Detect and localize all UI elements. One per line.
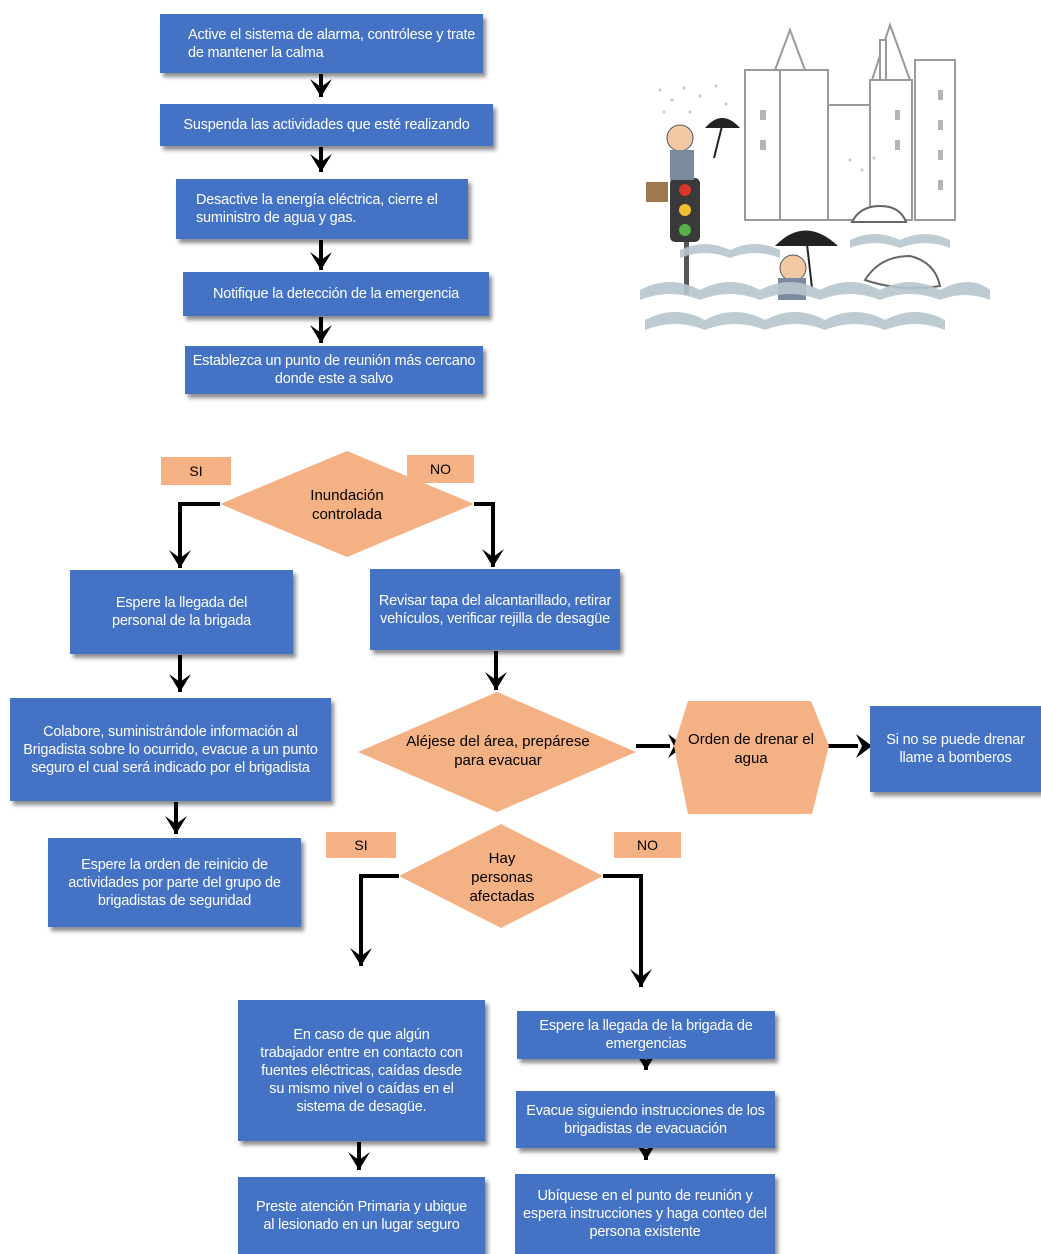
- pentagon-drenar: [674, 701, 829, 814]
- step-notify-detection: Notifique la detección de la emergencia: [183, 272, 489, 316]
- go-meeting-point: Ubíquese en el punto de reunión y espera…: [515, 1174, 775, 1254]
- check-sewer: Revisar tapa del alcantarillado, retirar…: [370, 569, 620, 650]
- evacuate-instructions: Evacue siguiendo instrucciones de los br…: [516, 1091, 775, 1148]
- decision1-label: Inundación controlada: [310, 487, 384, 523]
- decision2-label: Hay personas afectadas: [469, 849, 535, 905]
- decision1-yes-tag: SI: [161, 457, 231, 485]
- drenar-label: Orden de drenar el agua: [688, 731, 814, 767]
- diamond-alejese: [358, 692, 636, 812]
- collaborate-brigadist: Colabore, suministrándole información al…: [10, 698, 331, 801]
- first-aid: Preste atención Primaria y ubique al les…: [238, 1177, 485, 1254]
- call-firefighters: Si no se puede drenar llame a bomberos: [870, 706, 1041, 792]
- step-disable-energy: Desactive la energía eléctrica, cierre e…: [176, 179, 468, 239]
- step-suspend-activities: Suspenda las actividades que esté realiz…: [160, 104, 493, 146]
- wait-restart-order: Espere la orden de reinicio de actividad…: [48, 838, 301, 927]
- decision-diamond-personas: [399, 824, 603, 928]
- wait-brigade: Espere la llegada del personal de la bri…: [70, 570, 293, 654]
- electric-contact-case: En caso de que algún trabajador entre en…: [238, 1000, 485, 1141]
- alejese-label: Aléjese del área, prepárese para evacuar: [406, 733, 590, 769]
- wait-emergency-brigade: Espere la llegada de la brigada de emerg…: [517, 1011, 775, 1059]
- step-activate-alarm: Active el sistema de alarma, contrólese …: [160, 14, 483, 73]
- decision2-no-tag: NO: [614, 832, 681, 858]
- decision2-yes-tag: SI: [326, 832, 396, 858]
- decision1-no-tag: NO: [407, 455, 474, 483]
- step-meeting-point: Establezca un punto de reunión más cerca…: [185, 346, 483, 394]
